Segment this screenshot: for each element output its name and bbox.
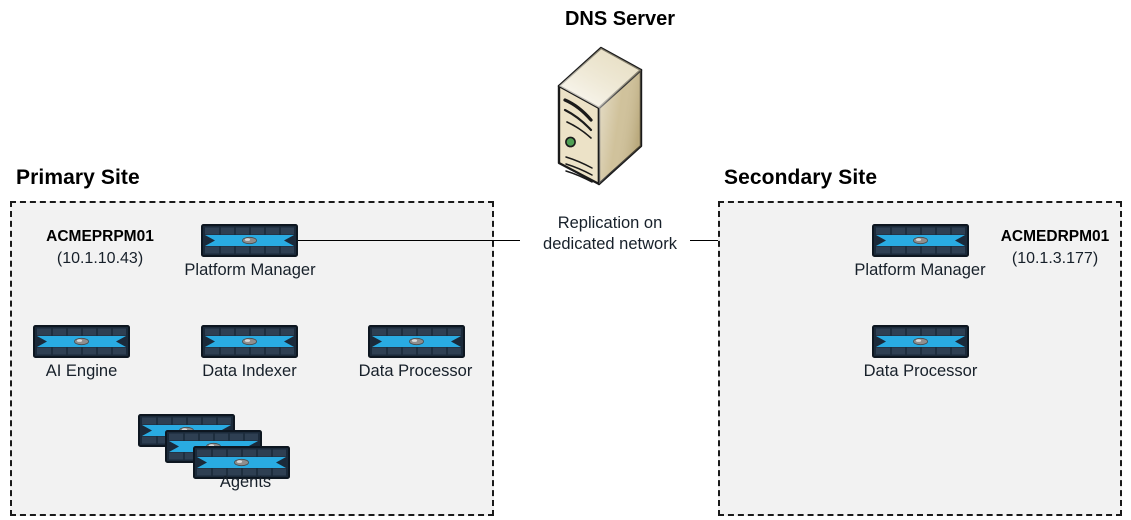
secondary-host-name: ACMEDRPM01 bbox=[1000, 228, 1110, 245]
primary-device-ai-engine-icon[interactable] bbox=[33, 325, 130, 358]
primary-device-data-processor-icon[interactable] bbox=[368, 325, 465, 358]
secondary-device-data-processor-icon[interactable] bbox=[872, 325, 969, 358]
replication-line-left bbox=[298, 240, 520, 241]
primary-device-label-platform-manager: Platform Manager bbox=[184, 261, 316, 279]
secondary-site-title: Secondary Site bbox=[724, 166, 878, 189]
replication-label-line1: Replication on bbox=[557, 214, 663, 232]
primary-site-title: Primary Site bbox=[16, 166, 140, 189]
primary-host-ip: (10.1.10.43) bbox=[56, 250, 144, 267]
primary-device-label-data-indexer: Data Indexer bbox=[202, 362, 297, 380]
primary-host-name: ACMEPRPM01 bbox=[46, 228, 154, 245]
primary-device-label-agents: Agents bbox=[219, 473, 272, 491]
primary-device-platform-manager-icon[interactable] bbox=[201, 224, 298, 257]
secondary-device-label-data-processor: Data Processor bbox=[863, 362, 978, 380]
replication-label: Replication on dedicated network bbox=[512, 213, 708, 255]
replication-label-line2: dedicated network bbox=[543, 235, 677, 253]
dns-server-label: DNS Server bbox=[564, 8, 676, 30]
server-tower-icon bbox=[553, 44, 645, 189]
primary-device-data-indexer-icon[interactable] bbox=[201, 325, 298, 358]
secondary-device-platform-manager-icon[interactable] bbox=[872, 224, 969, 257]
primary-device-label-data-processor: Data Processor bbox=[358, 362, 473, 380]
secondary-device-label-platform-manager: Platform Manager bbox=[854, 261, 986, 279]
primary-device-label-ai-engine: AI Engine bbox=[45, 362, 118, 380]
primary-device-agents-icon-front[interactable] bbox=[193, 446, 290, 479]
secondary-host-ip: (10.1.3.177) bbox=[1011, 250, 1099, 267]
